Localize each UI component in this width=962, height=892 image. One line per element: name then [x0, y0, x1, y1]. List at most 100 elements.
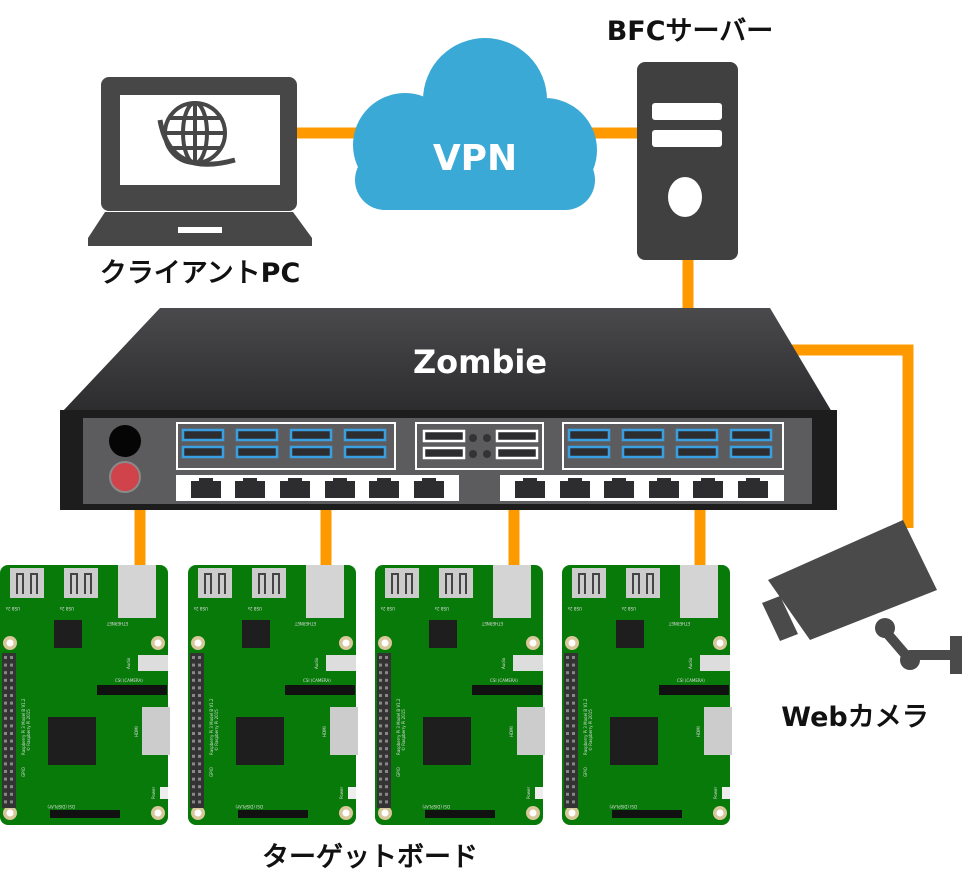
board-text: USB 2x: [5, 606, 20, 611]
client-label: クライアントPC: [100, 258, 301, 289]
usb-port: [181, 445, 225, 459]
status-led: [469, 434, 477, 442]
board-text: USB 2x: [59, 606, 74, 611]
status-led: [469, 450, 477, 458]
usb-connector: [64, 568, 98, 598]
board-text: CSI (CAMERA): [490, 678, 518, 683]
usb-port: [729, 445, 773, 459]
switch-button-red: [109, 461, 141, 493]
soc-chip: [423, 717, 471, 765]
usb-port: [235, 445, 279, 459]
security-camera-icon: [762, 520, 962, 674]
ethernet-connector: [118, 565, 156, 618]
ethernet-port: [693, 478, 723, 498]
ethernet-port: [325, 478, 355, 498]
board-text: Power: [526, 787, 531, 799]
ethernet-connector: [680, 565, 718, 618]
status-led: [483, 450, 491, 458]
board-text: Audio: [126, 657, 131, 669]
camera-label: Webカメラ: [781, 702, 928, 733]
gpio-header: [564, 653, 578, 808]
board-text: DSI (DISPLAY): [422, 804, 450, 809]
board-text: Raspberry Pi 3 Model B V1.2: [209, 698, 214, 755]
usb-connector: [385, 568, 419, 598]
board-text: © Raspberry Pi 2015: [214, 709, 219, 751]
board-text: HDMI: [322, 726, 327, 737]
board-text: Audio: [688, 657, 693, 669]
usb-port: [343, 445, 387, 459]
gpio-header: [2, 653, 16, 808]
ethernet-port: [738, 478, 768, 498]
usb-port: [675, 428, 719, 442]
ethernet-port: [515, 478, 545, 498]
ethernet-port: [369, 478, 399, 498]
board-text: USB 2x: [247, 606, 262, 611]
board-text: HDMI: [509, 726, 514, 737]
board-text: DSI (DISPLAY): [609, 804, 637, 809]
gpio-header: [190, 653, 204, 808]
switch-button-black: [109, 425, 141, 457]
network-switch-icon: [60, 308, 837, 510]
board-text: Audio: [314, 657, 319, 669]
board-text: ETHERNET: [106, 621, 128, 626]
usb-port: [567, 445, 611, 459]
server-tower-icon: [637, 62, 738, 260]
board-text: Raspberry Pi 3 Model B V1.2: [21, 698, 26, 755]
gpio-header: [377, 653, 391, 808]
board-text: GPIO: [396, 767, 401, 777]
board-text: DSI (DISPLAY): [235, 804, 263, 809]
soc-chip: [610, 717, 658, 765]
hdmi-connector: [704, 707, 732, 755]
usb-port: [495, 429, 539, 443]
link-switch-camera: [770, 344, 914, 528]
board-text: Raspberry Pi 3 Model B V1.2: [396, 698, 401, 755]
board-text: DSI (DISPLAY): [47, 804, 75, 809]
usb-port: [675, 445, 719, 459]
usb-connector: [198, 568, 232, 598]
board-text: © Raspberry Pi 2015: [26, 709, 31, 751]
board-text: GPIO: [21, 767, 26, 777]
usb-port: [422, 429, 466, 443]
board-text: HDMI: [696, 726, 701, 737]
board-text: CSI (CAMERA): [115, 678, 143, 683]
vpn-label: VPN: [433, 138, 517, 179]
usb-port: [495, 446, 539, 460]
status-led: [483, 434, 491, 442]
ethernet-port: [280, 478, 310, 498]
usb-port: [289, 428, 333, 442]
usb-port: [422, 446, 466, 460]
soc-chip: [48, 717, 96, 765]
hdmi-connector: [517, 707, 545, 755]
board-text: Audio: [501, 657, 506, 669]
ethernet-port: [235, 478, 265, 498]
board-text: ETHERNET: [294, 621, 316, 626]
usb-connector: [439, 568, 473, 598]
board-text: CSI (CAMERA): [303, 678, 331, 683]
board-text: Power: [713, 787, 718, 799]
board-text: USB 2x: [434, 606, 449, 611]
board-text: Raspberry Pi 3 Model B V1.2: [583, 698, 588, 755]
board-text: Power: [339, 787, 344, 799]
board-text: USB 2x: [621, 606, 636, 611]
board-text: ETHERNET: [668, 621, 690, 626]
usb-port: [235, 428, 279, 442]
switch-label: Zombie: [413, 343, 547, 381]
board-text: © Raspberry Pi 2015: [401, 709, 406, 751]
usb-port: [181, 428, 225, 442]
hdmi-connector: [330, 707, 358, 755]
usb-port: [621, 428, 665, 442]
hdmi-connector: [142, 707, 170, 755]
board-text: USB 2x: [193, 606, 208, 611]
usb-port: [621, 445, 665, 459]
usb-connector: [252, 568, 286, 598]
board-text: GPIO: [209, 767, 214, 777]
usb-port: [343, 428, 387, 442]
ethernet-connector: [493, 565, 531, 618]
usb-port: [567, 428, 611, 442]
